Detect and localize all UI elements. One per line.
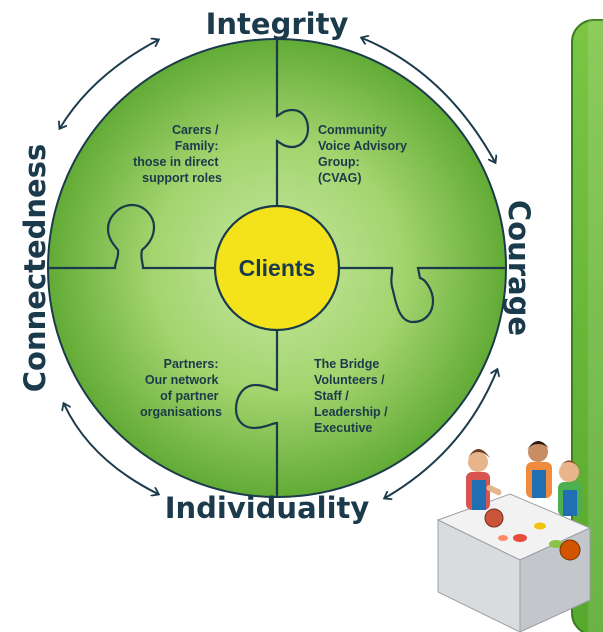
piece-line: Voice Advisory bbox=[318, 139, 407, 153]
piece-line: Partners: bbox=[164, 357, 219, 371]
piece-line: those in direct bbox=[133, 155, 219, 169]
arrow-integrity-courage bbox=[362, 38, 495, 162]
piece-line: Executive bbox=[314, 421, 372, 435]
piece-line: Family: bbox=[175, 139, 219, 153]
value-connectedness: Connectedness bbox=[18, 144, 52, 392]
value-courage: Courage bbox=[502, 200, 536, 336]
piece-line: The Bridge bbox=[314, 357, 379, 371]
piece-line: Our network bbox=[145, 373, 219, 387]
cycle-arrows bbox=[60, 38, 497, 498]
arrow-individuality-connectedness bbox=[64, 404, 158, 494]
piece-carers-family: Carers / Family: those in direct support… bbox=[133, 123, 222, 185]
clients-center-circle bbox=[213, 204, 341, 332]
piece-line: (CVAG) bbox=[318, 171, 362, 185]
value-integrity: Integrity bbox=[206, 7, 349, 41]
value-individuality: Individuality bbox=[165, 491, 370, 525]
center-label: Clients bbox=[239, 255, 316, 281]
piece-partners: Partners: Our network of partner organis… bbox=[140, 357, 222, 419]
piece-the-bridge: The Bridge Volunteers / Staff / Leadersh… bbox=[314, 357, 391, 435]
piece-line: support roles bbox=[142, 171, 222, 185]
piece-line: organisations bbox=[140, 405, 222, 419]
piece-line: of partner bbox=[160, 389, 218, 403]
piece-line: Volunteers / bbox=[314, 373, 385, 387]
puzzle-dividers bbox=[46, 37, 508, 499]
people-cooking-at-table-illustration bbox=[436, 441, 592, 632]
piece-line: Community bbox=[318, 123, 387, 137]
piece-line: Leadership / bbox=[314, 405, 388, 419]
piece-line: Group: bbox=[318, 155, 360, 169]
arrow-integrity-connectedness bbox=[60, 40, 158, 128]
piece-line: Staff / bbox=[314, 389, 349, 403]
arrow-courage-individuality bbox=[385, 370, 497, 498]
piece-line: Carers / bbox=[172, 123, 219, 137]
green-side-panel bbox=[571, 19, 603, 632]
